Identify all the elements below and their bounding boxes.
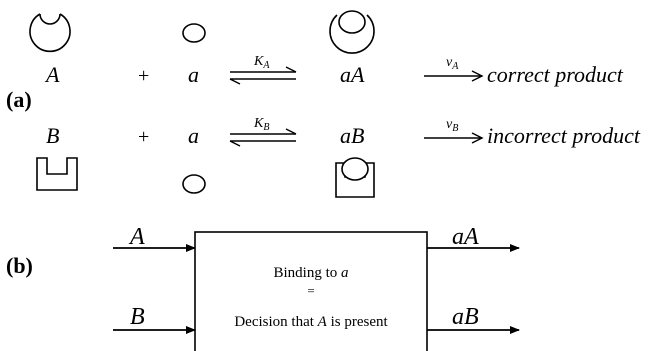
output-label-aB: aB bbox=[452, 304, 479, 330]
ligand-a-1: a bbox=[188, 62, 199, 87]
receptor-b-shape bbox=[36, 157, 78, 191]
rate-K-A: KA bbox=[253, 54, 270, 71]
rate-K-B: KB bbox=[253, 116, 269, 133]
substrate-A: A bbox=[44, 62, 60, 87]
complex-aA: aA bbox=[340, 62, 365, 87]
input-label-A: A bbox=[128, 224, 145, 250]
rate-v-A: vA bbox=[446, 55, 459, 72]
input-label-B: B bbox=[130, 304, 145, 330]
correct-product-label: correct product bbox=[487, 62, 624, 87]
rate-v-B: vB bbox=[446, 117, 458, 134]
complex-aB: aB bbox=[340, 123, 364, 148]
box-line-binding: Binding to a bbox=[273, 265, 348, 281]
complex-aB-shape bbox=[335, 157, 375, 198]
output-label-aA: aA bbox=[452, 224, 479, 250]
panel-b-label: (b) bbox=[6, 253, 33, 278]
complex-aA-shape bbox=[329, 10, 375, 54]
substrate-B: B bbox=[46, 123, 59, 148]
ligand-a-2: a bbox=[188, 123, 199, 148]
incorrect-product-label: incorrect product bbox=[487, 123, 641, 148]
rate-arrow-vA: vA bbox=[424, 55, 484, 82]
ligand-a-shape-2 bbox=[182, 174, 206, 194]
box-line-equals: = bbox=[307, 283, 314, 298]
decision-box bbox=[194, 231, 428, 351]
panel-a-label: (a) bbox=[6, 87, 32, 112]
receptor-a-shape bbox=[29, 13, 71, 53]
box-line-decision: Decision that A is present bbox=[234, 314, 388, 330]
rate-arrow-vB: vB bbox=[424, 117, 484, 144]
equilibrium-arrow-KA: KA bbox=[229, 54, 297, 85]
plus-sign-2: + bbox=[138, 126, 149, 148]
plus-sign-1: + bbox=[138, 65, 149, 87]
equilibrium-arrow-KB: KB bbox=[229, 116, 297, 147]
ligand-a-shape bbox=[182, 23, 206, 43]
